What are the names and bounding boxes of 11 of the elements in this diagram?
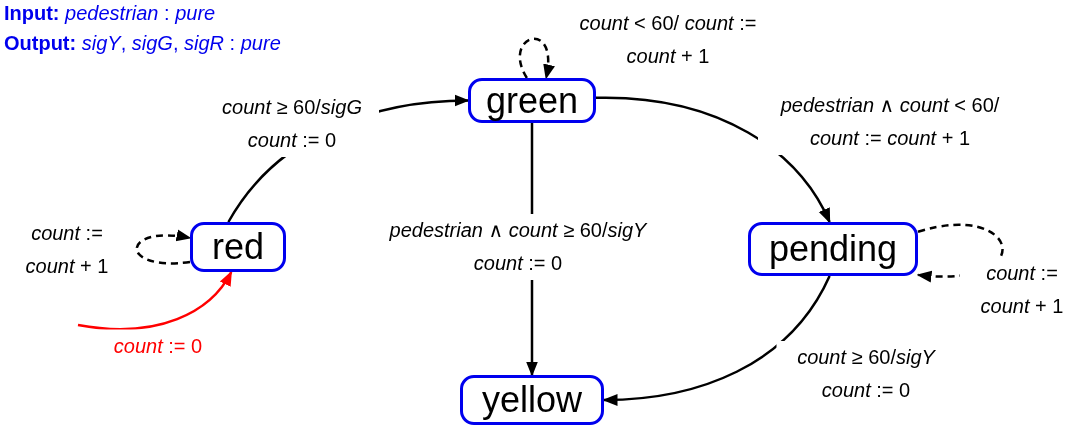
state-box: pending [748, 222, 918, 276]
self-loop-arrow [135, 230, 192, 265]
state-box: red [190, 222, 286, 272]
transition-arrow [77, 270, 233, 331]
state-box: green [468, 78, 596, 123]
declaration-text: Output: sigY, sigG, sigR : pure [4, 32, 281, 55]
transition-arrow [595, 96, 831, 224]
transition-arrow [602, 275, 831, 406]
self-loop-arrow [518, 37, 554, 80]
declaration-text: Input: pedestrian : pure [4, 2, 216, 25]
state-box: yellow [460, 375, 604, 425]
